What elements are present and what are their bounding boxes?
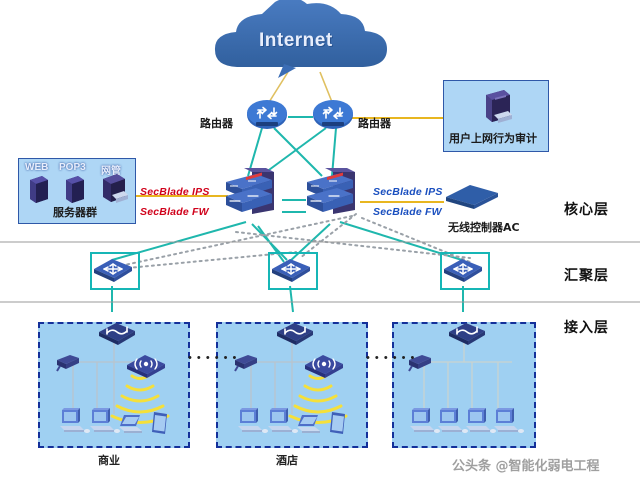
watermark: 公头条 @智能化弱电工程 xyxy=(452,459,600,474)
server-box-icon xyxy=(61,173,89,212)
camera-icon xyxy=(232,352,260,377)
internet-cloud-label: Internet xyxy=(259,30,333,51)
wireless-ap-icon[interactable] xyxy=(124,350,168,385)
ac-slab-icon[interactable] xyxy=(444,183,500,211)
server-group-panel[interactable]: WEB POP3 网管 xyxy=(18,158,136,224)
server-label-pop3: POP3 xyxy=(59,162,86,173)
access-block-commercial[interactable]: 商业 xyxy=(38,322,190,467)
camera-icon xyxy=(406,352,434,377)
server-tower-icon xyxy=(97,172,131,213)
access-block-third[interactable] xyxy=(392,322,536,448)
server-label-netmgmt: 网管 xyxy=(101,166,121,177)
desktop-pc-icon xyxy=(464,406,498,441)
secblade-ips-right-label: SecBlade IPS xyxy=(373,186,443,198)
block-ellipsis-2: • • • • • • xyxy=(366,352,416,364)
layer-label-access: 接入层 xyxy=(564,320,609,336)
agg-switch-1[interactable] xyxy=(90,252,140,290)
router-left-label: 路由器 xyxy=(200,117,233,130)
audit-panel[interactable]: 用户上网行为审计 xyxy=(443,80,549,152)
wireless-ap-icon[interactable] xyxy=(302,350,346,385)
core-switch-right[interactable] xyxy=(303,168,365,226)
desktop-pc-icon xyxy=(236,406,270,441)
secblade-fw-right-label: SecBlade FW xyxy=(373,206,442,218)
core-switch-left[interactable] xyxy=(222,168,284,226)
layer-label-aggregation: 汇聚层 xyxy=(564,268,609,284)
secblade-fw-left-label: SecBlade FW xyxy=(140,206,209,218)
audit-label: 用户上网行为审计 xyxy=(449,132,537,145)
access-switch-icon[interactable] xyxy=(274,318,316,351)
server-tower-icon xyxy=(476,87,518,134)
router-right[interactable] xyxy=(312,100,354,130)
access-block-caption-hotel: 酒店 xyxy=(276,454,298,467)
desktop-pc-icon xyxy=(436,406,470,441)
wireless-controller-label: 无线控制器AC xyxy=(448,221,520,234)
router-right-label: 路由器 xyxy=(358,117,391,130)
layer-label-core: 核心层 xyxy=(564,202,609,218)
access-block-hotel[interactable]: 酒店 xyxy=(216,322,368,467)
desktop-pc-icon xyxy=(266,406,300,441)
agg-switch-3[interactable] xyxy=(440,252,490,290)
tablet-icon xyxy=(150,410,172,443)
camera-icon xyxy=(54,352,82,377)
laptop-icon xyxy=(296,412,330,441)
secblade-ips-left-label: SecBlade IPS xyxy=(140,186,210,198)
tablet-icon xyxy=(328,410,350,443)
desktop-pc-icon xyxy=(492,406,526,441)
desktop-pc-icon xyxy=(408,406,442,441)
router-left[interactable] xyxy=(246,100,288,130)
access-block-caption-commercial: 商业 xyxy=(98,454,120,467)
server-group-label: 服务器群 xyxy=(53,206,97,219)
block-ellipsis-1: • • • • • • xyxy=(188,352,238,364)
laptop-icon xyxy=(118,412,152,441)
access-switch-icon[interactable] xyxy=(446,318,488,351)
desktop-pc-icon xyxy=(88,406,122,441)
access-switch-icon[interactable] xyxy=(96,318,138,351)
server-label-web: WEB xyxy=(25,162,49,173)
server-box-icon xyxy=(25,173,53,212)
desktop-pc-icon xyxy=(58,406,92,441)
agg-switch-2[interactable] xyxy=(268,252,318,290)
internet-cloud-shape xyxy=(214,0,387,78)
